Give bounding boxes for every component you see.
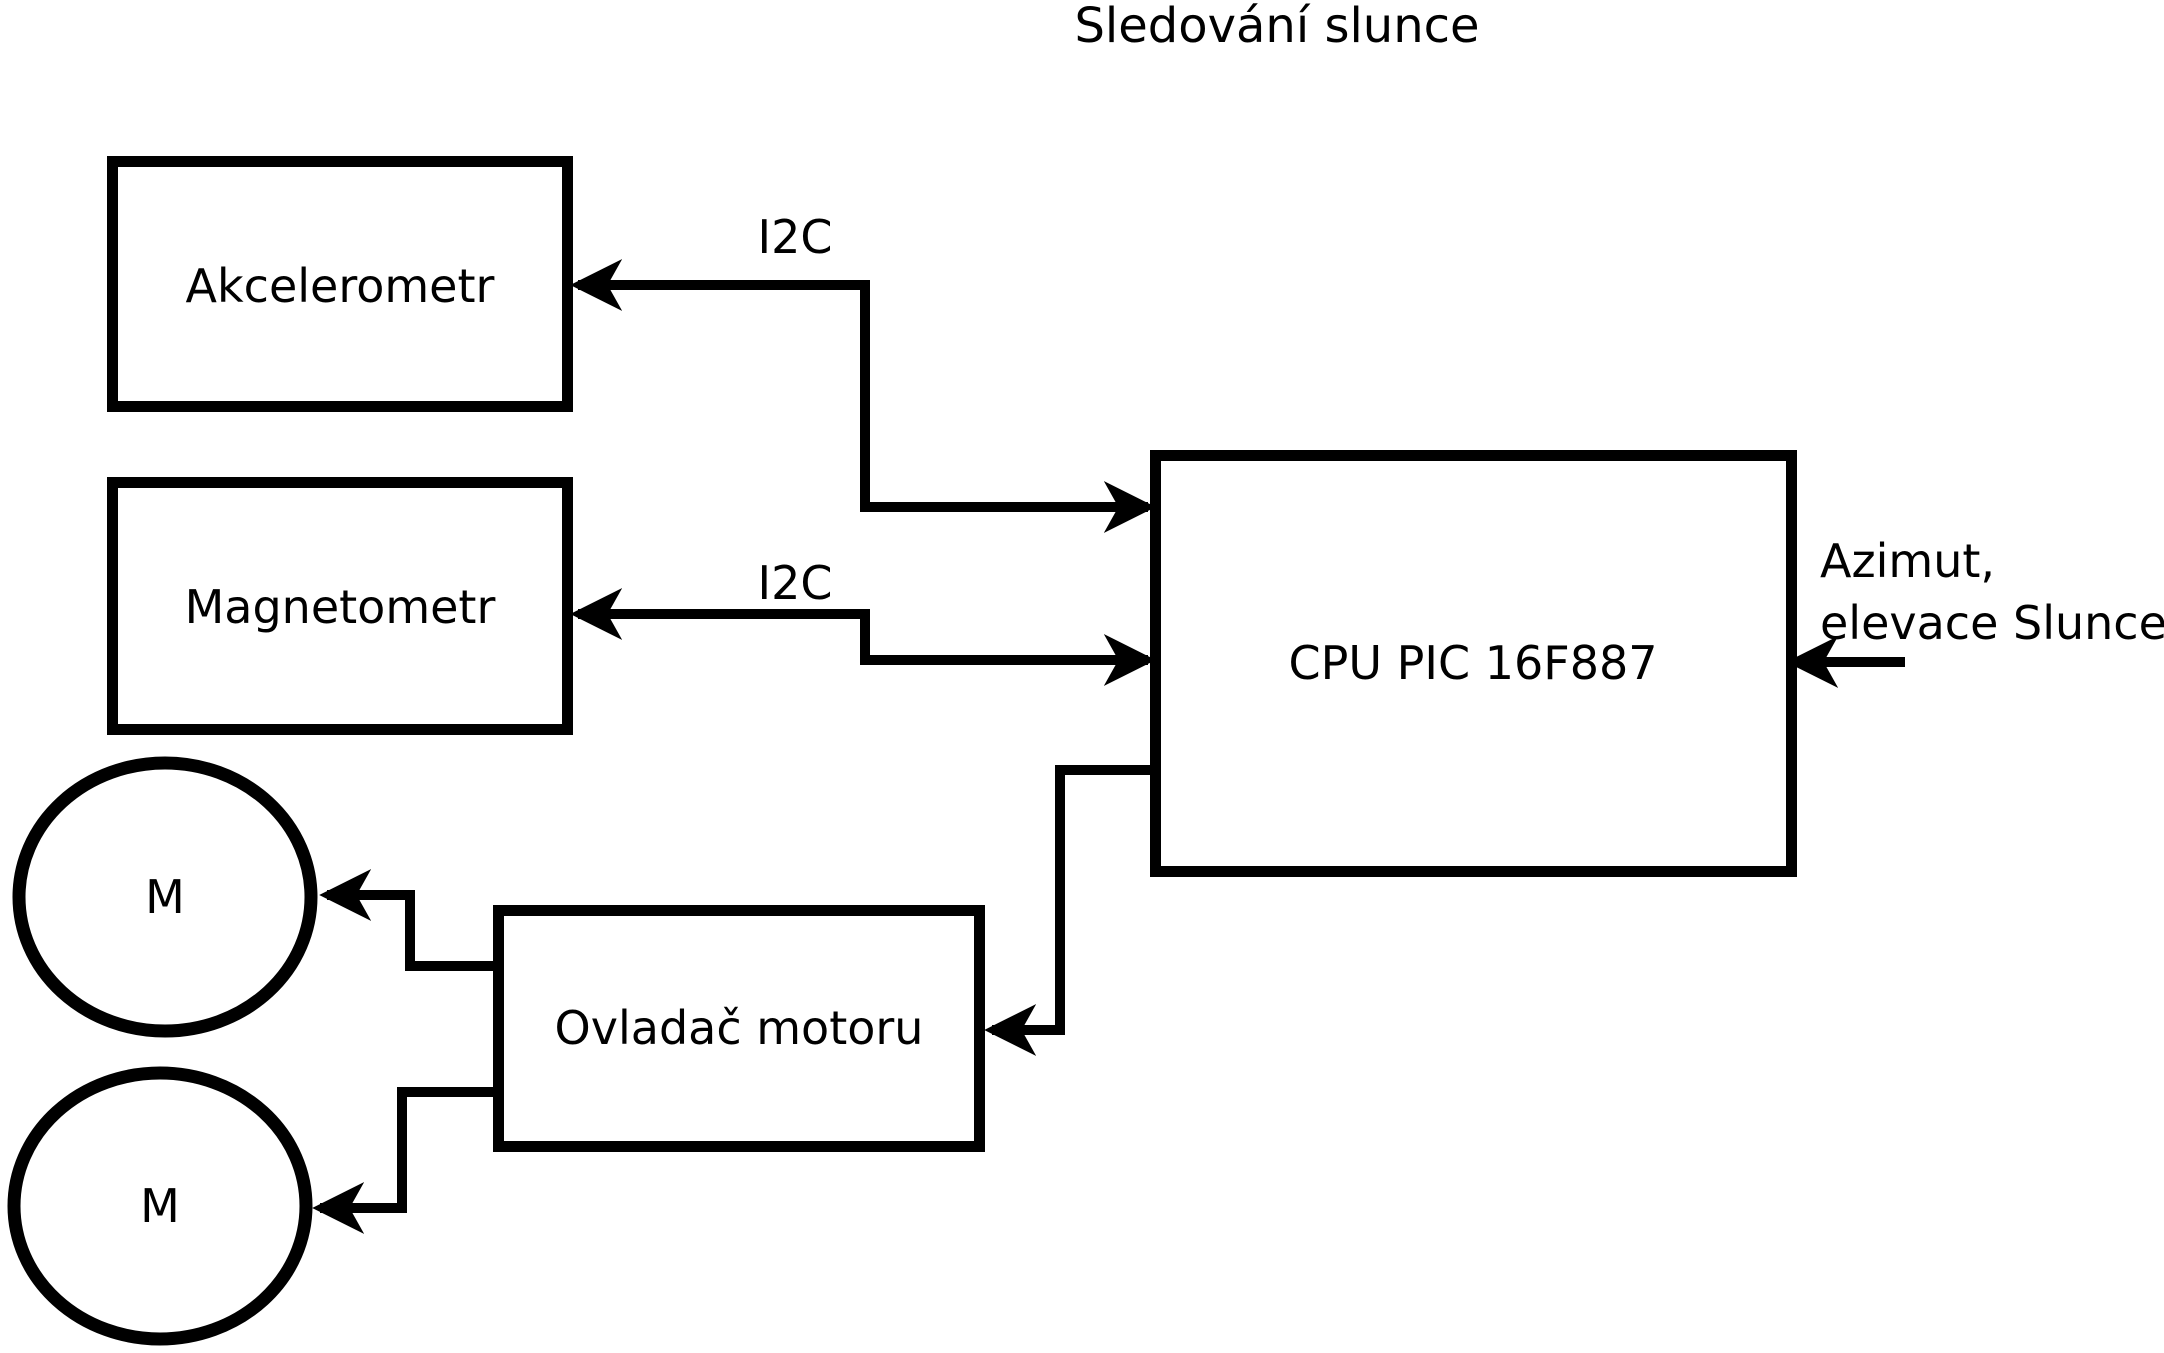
akcelerometr-box <box>107 156 573 412</box>
cpu-to-motor-driver-wire <box>984 765 1152 1056</box>
i2c-wire-magnetometr <box>570 588 1156 686</box>
motor-driver-label: Ovladač motoru <box>555 1001 924 1055</box>
cpu-box <box>1150 450 1797 877</box>
motor2-label: M <box>140 1179 180 1233</box>
motor2-circle <box>7 1066 313 1346</box>
motor-driver-box <box>493 905 985 1152</box>
cpu-label: CPU PIC 16F887 <box>1289 636 1658 690</box>
motor1-label: M <box>145 870 185 924</box>
motor-driver-to-motor2-wire <box>312 1087 493 1234</box>
azimut-annotation: Azimut, elevace Slunce <box>1820 534 2164 650</box>
magnetometr-label: Magnetometr <box>185 580 496 634</box>
i2c-label-magnetometr: I2C <box>758 556 833 610</box>
azimut-annotation-line2: elevace Slunce <box>1820 596 2164 650</box>
diagram-title: Sledování slunce <box>1074 0 1479 54</box>
magnetometr-box <box>107 477 573 735</box>
azimut-annotation-line1: Azimut, <box>1820 534 1995 588</box>
motor1-circle <box>12 756 318 1038</box>
akcelerometr-label: Akcelerometr <box>186 259 495 313</box>
motor-driver-to-motor1-wire <box>319 869 493 971</box>
i2c-wire-akcelerometr <box>570 259 1156 533</box>
i2c-label-akcelerometr: I2C <box>758 210 833 264</box>
